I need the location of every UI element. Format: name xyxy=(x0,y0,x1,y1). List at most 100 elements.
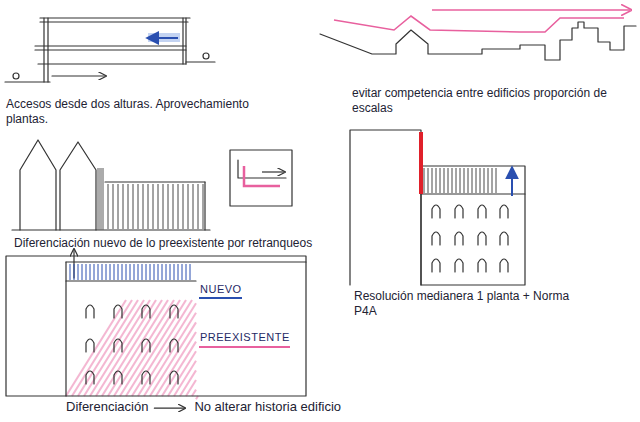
sketch-stroke xyxy=(468,168,469,193)
sketch-stroke xyxy=(98,264,99,280)
sketch-stroke xyxy=(198,184,199,229)
sketch-stroke xyxy=(40,21,188,22)
sketch-stroke xyxy=(428,168,429,193)
sketch-stroke xyxy=(170,371,178,384)
sketch-stroke xyxy=(144,313,196,396)
sketch-stroke xyxy=(13,73,19,79)
sketch-stroke xyxy=(130,264,131,280)
sketch-stroke xyxy=(86,264,87,280)
sketch-stroke xyxy=(86,339,94,352)
sketch-stroke xyxy=(199,297,242,299)
sketch-stroke xyxy=(162,342,196,396)
sketch-stroke xyxy=(70,264,71,280)
sketch-stroke xyxy=(38,63,186,64)
sketch-stroke xyxy=(500,232,508,245)
sketch-stroke xyxy=(166,264,167,280)
sketch-stroke xyxy=(60,142,96,230)
sketch-stroke xyxy=(66,261,306,262)
sketch-stroke xyxy=(148,33,180,42)
sketch-stroke xyxy=(448,168,449,193)
sketch-stroke xyxy=(320,22,636,60)
sketch-note: evitar competencia entre edificios propo… xyxy=(352,86,612,116)
sketch-stroke xyxy=(148,184,149,229)
sketch-note: Accesos desde dos alturas. Aprovechamien… xyxy=(6,97,258,127)
sketch-stroke xyxy=(500,205,508,218)
sketch-stroke xyxy=(82,264,83,280)
hatching xyxy=(97,168,203,230)
sketch-stroke xyxy=(114,339,122,352)
sketch-stroke xyxy=(170,264,171,280)
sketch-stroke xyxy=(138,184,139,229)
sketch-stroke xyxy=(142,264,143,280)
sketch-stroke xyxy=(432,168,433,193)
sketch-stroke xyxy=(419,132,423,194)
sketch-note: Diferenciación xyxy=(66,399,148,415)
sketch-stroke xyxy=(464,168,465,193)
sketch-stroke xyxy=(421,166,525,285)
sketch-stroke xyxy=(496,168,497,193)
sketch-stroke xyxy=(230,150,292,206)
sketch-stroke xyxy=(436,168,437,193)
sketch-stroke xyxy=(134,264,135,280)
sketch-tag: PREEXISTENTE xyxy=(200,331,290,345)
sketch-stroke xyxy=(186,380,196,396)
sketch-stroke xyxy=(40,17,190,18)
sketch-stroke xyxy=(478,259,486,272)
sketch-stroke xyxy=(6,256,306,396)
sketch-stroke xyxy=(455,232,463,245)
sketch-note: No alterar historia edificio xyxy=(194,399,341,415)
sketch-stroke xyxy=(150,264,151,280)
arch-windows xyxy=(86,305,178,384)
sketch-stroke xyxy=(186,264,187,280)
sketch-stroke xyxy=(106,264,107,280)
sketch-stroke xyxy=(432,205,440,218)
sketch-stroke xyxy=(102,264,103,280)
sketch-stroke xyxy=(170,305,178,318)
sketch-stroke xyxy=(192,390,196,396)
hatching xyxy=(424,168,496,193)
sketch-stroke xyxy=(432,9,630,11)
sketch-stroke xyxy=(43,18,44,82)
setback-arrow xyxy=(244,166,284,186)
sketch-stroke xyxy=(20,140,56,230)
sketch-stroke xyxy=(126,264,127,280)
sketch-stroke xyxy=(78,264,79,280)
sketch-stroke xyxy=(47,18,48,82)
sketch-stroke xyxy=(432,259,440,272)
sketch-stroke xyxy=(500,259,508,272)
skyline-limit xyxy=(334,10,630,32)
implies-arrow xyxy=(154,408,184,409)
sketch-stroke xyxy=(94,264,95,280)
sketch-stroke xyxy=(484,168,485,193)
arch-windows xyxy=(432,205,508,272)
sketch-stroke xyxy=(114,264,115,280)
sketch-stroke xyxy=(178,184,179,229)
sketch-stroke xyxy=(511,168,513,196)
sketch-stroke xyxy=(432,232,440,245)
sketch-stroke xyxy=(128,184,129,229)
sketch-stroke xyxy=(193,184,194,229)
existing-shading xyxy=(66,300,198,399)
sketch-stroke xyxy=(170,339,178,352)
sketch-stroke xyxy=(142,371,150,384)
sketch-stroke xyxy=(262,171,284,172)
sketch-stroke xyxy=(108,184,109,229)
access-arrow xyxy=(148,33,180,42)
sketch-stroke xyxy=(424,168,425,193)
sketch-stroke xyxy=(421,193,525,194)
sketch-stroke xyxy=(182,18,183,64)
sketch-stroke xyxy=(186,61,215,62)
sketch-stroke xyxy=(118,264,119,280)
sketch-stroke xyxy=(154,408,184,409)
sketch-stroke xyxy=(158,264,159,280)
partywall-marks xyxy=(421,132,512,196)
sketch-stroke xyxy=(158,184,159,229)
sketch-note: Diferenciación nuevo de lo preexistente … xyxy=(14,236,358,251)
sketch-stroke xyxy=(146,264,147,280)
sketch-stroke xyxy=(113,184,114,229)
sketch-stroke xyxy=(153,184,154,229)
sketch-stroke xyxy=(174,361,196,396)
sketch-stroke xyxy=(203,53,209,59)
sketch-stroke xyxy=(203,184,204,229)
sketch-stroke xyxy=(65,262,66,396)
